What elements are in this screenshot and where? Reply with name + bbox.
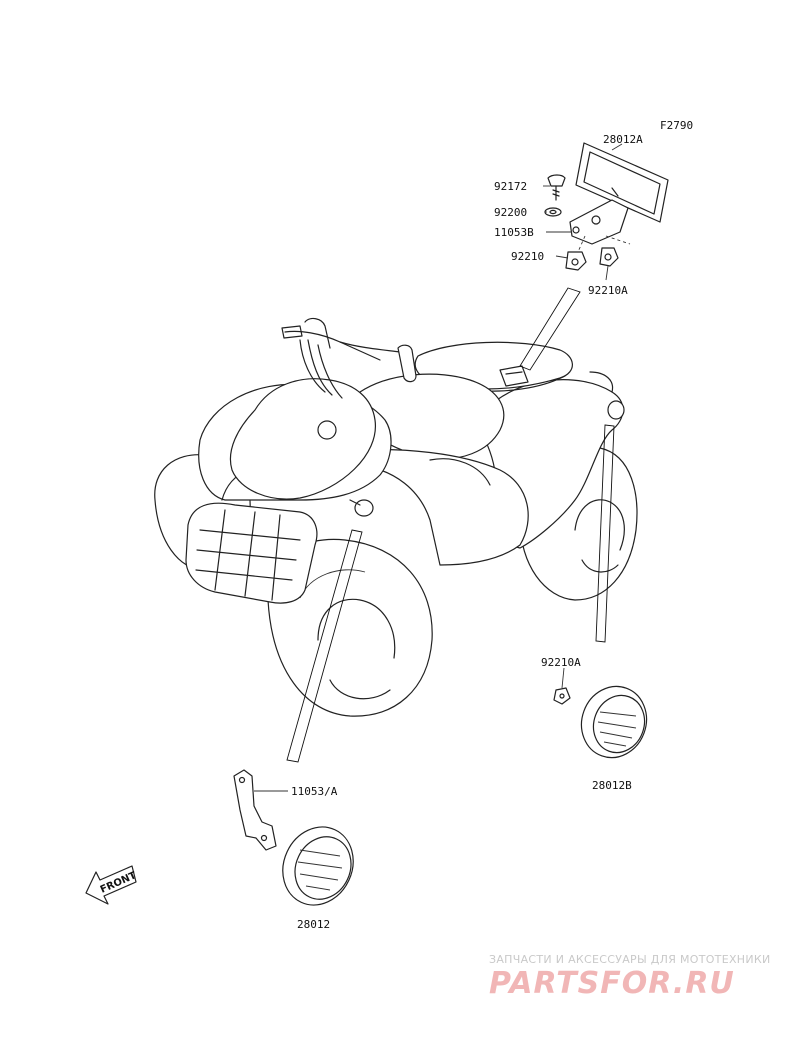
handlebar: [281, 317, 417, 399]
part-label-92210: 92210: [511, 250, 544, 263]
leader-bands: [286, 287, 615, 763]
part-label-28012B: 28012B: [592, 779, 632, 792]
watermark: ЗАПЧАСТИ И АКСЕССУАРЫ ДЛЯ МОТОТЕХНИКИ PA…: [489, 953, 771, 1001]
part-label-92200: 92200: [494, 206, 527, 219]
atv-illustration: [154, 317, 638, 717]
part-label-11053B: 11053B: [494, 226, 534, 239]
license-lamp-assembly: [544, 142, 669, 271]
watermark-logo: PARTSFOR.RU: [489, 966, 735, 1001]
front-direction-arrow: FRONT: [85, 865, 138, 905]
callout-lines: [254, 143, 623, 792]
part-label-28012: 28012: [297, 918, 330, 931]
part-label-28012A: 28012A: [603, 133, 643, 146]
part-label-92210A-top: 92210A: [588, 284, 628, 297]
watermark-tagline: ЗАПЧАСТИ И АКСЕССУАРЫ ДЛЯ МОТОТЕХНИКИ: [489, 953, 771, 966]
front-bumper: [185, 502, 318, 604]
front-left-wheel: [266, 538, 433, 717]
front-reflector-28012: [282, 826, 354, 906]
rear-reflector-28012B: [553, 685, 648, 759]
part-label-11053A: 11053/A: [291, 785, 338, 798]
figure-code-label: F2790: [660, 119, 693, 132]
part-labels: F2790 28012A 92172 92200 11053B 92210 92…: [291, 119, 693, 931]
part-label-92172: 92172: [494, 180, 527, 193]
part-label-92210A-bottom: 92210A: [541, 656, 581, 669]
front-bracket-11053A: [233, 769, 277, 851]
